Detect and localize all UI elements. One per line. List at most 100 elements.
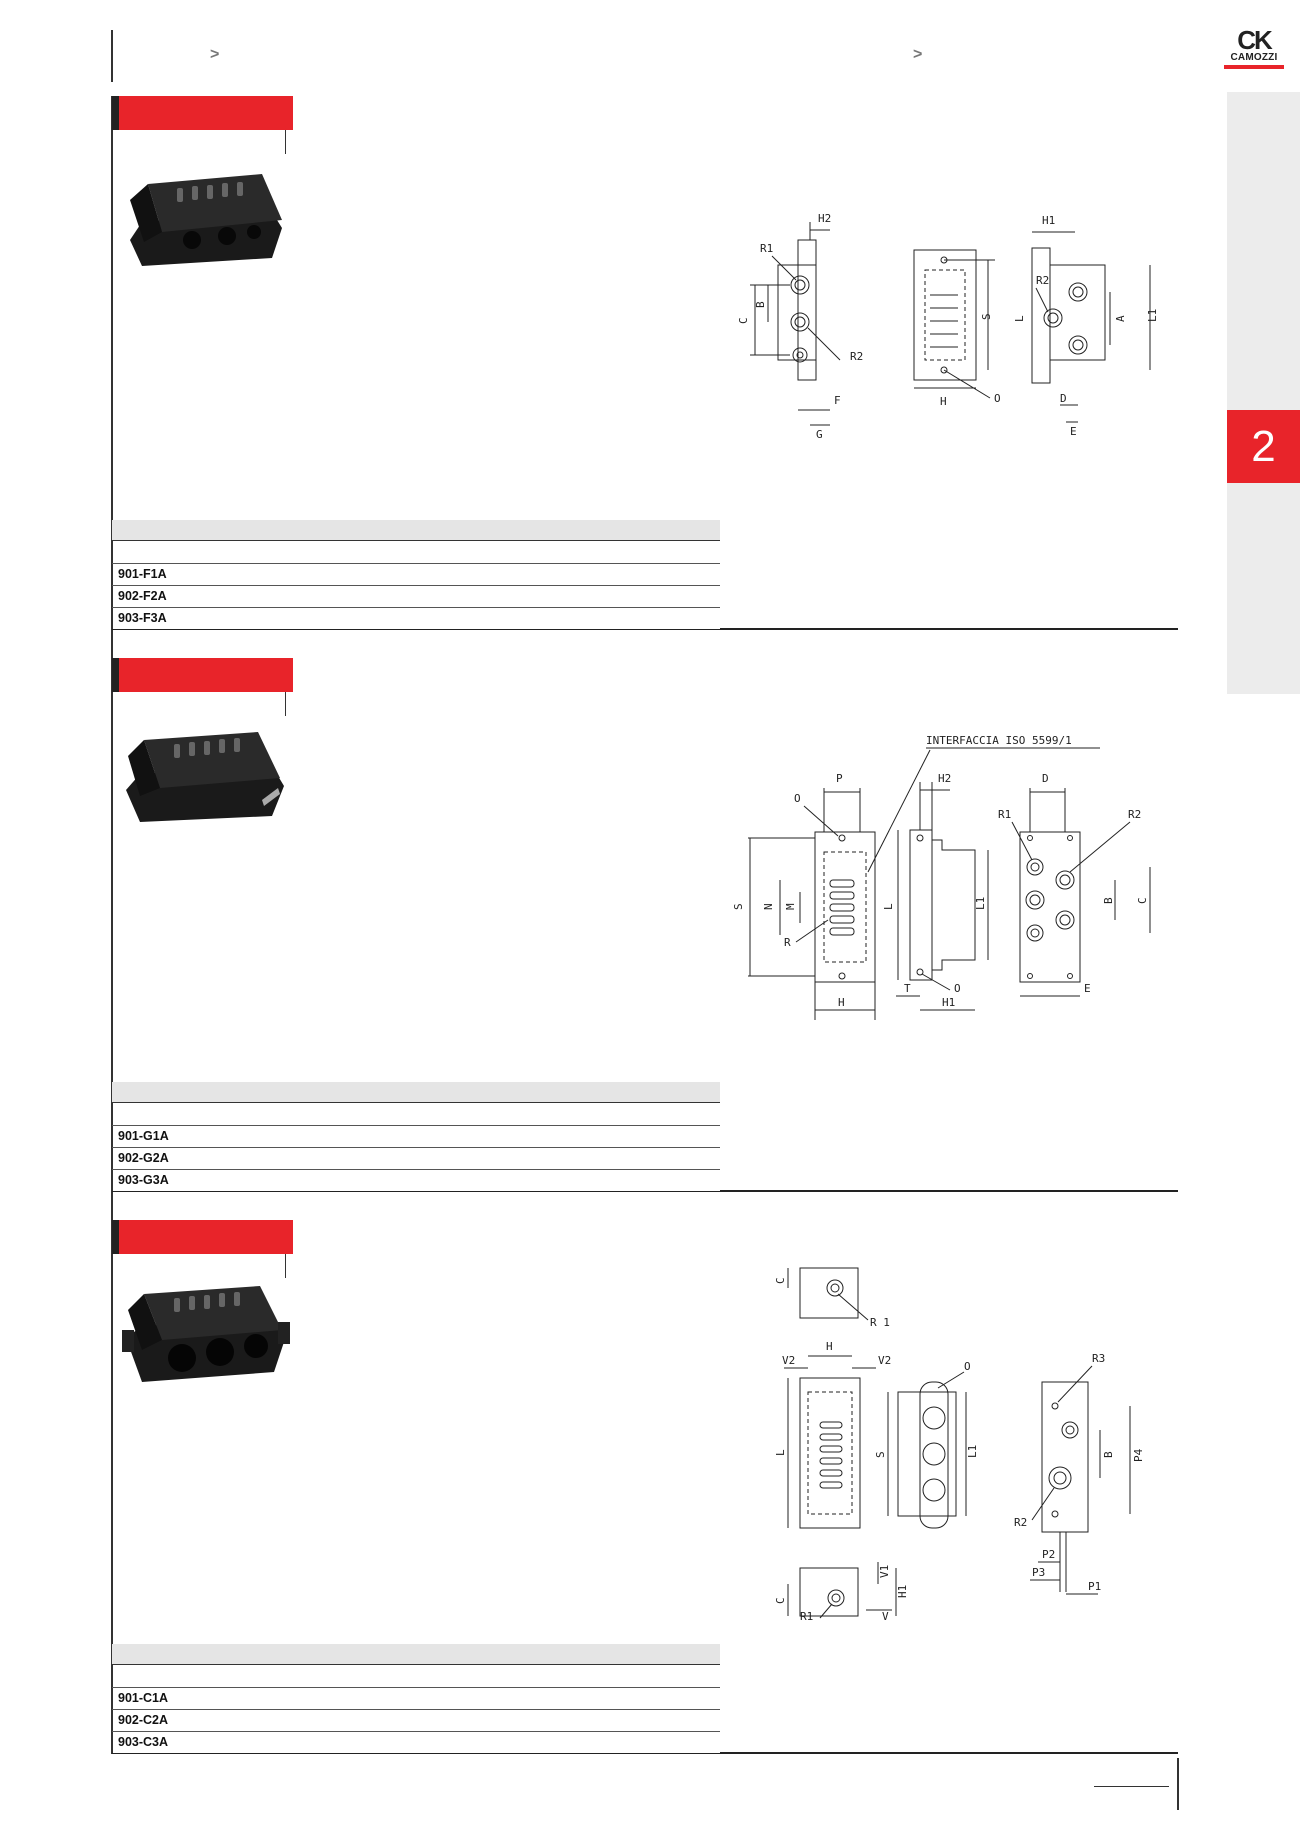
dim-H1: H1 bbox=[896, 1585, 909, 1598]
section-3-baseline bbox=[720, 1752, 1178, 1754]
section-2-product-image bbox=[126, 732, 284, 822]
label-O-mid: O bbox=[954, 982, 961, 995]
side-tab-strip bbox=[1227, 92, 1300, 694]
footer-rule bbox=[1094, 1786, 1169, 1787]
label-O: O bbox=[794, 792, 801, 805]
dim-L: L bbox=[774, 1449, 787, 1456]
label-R1: R1 bbox=[760, 242, 773, 255]
table-row: 902-C2A bbox=[112, 1710, 720, 1732]
dim-H: H bbox=[940, 395, 947, 408]
label-O: O bbox=[994, 392, 1001, 405]
section-1-drawing: H2 R1 C B R2 F G S H O H1 R2 L A L1 D E bbox=[737, 212, 1159, 440]
section-1-baseline bbox=[720, 628, 1178, 630]
section-2-tick bbox=[285, 692, 286, 716]
label-R1: R1 bbox=[998, 808, 1011, 821]
dim-A: A bbox=[1114, 315, 1127, 322]
section-3-drawing: C R 1 H V2 V2 L O S L1 R3 B P4 R2 V1 H1 … bbox=[774, 1267, 1145, 1622]
table-subheader-row bbox=[112, 1665, 720, 1688]
label-O: O bbox=[964, 1360, 971, 1373]
dim-B: B bbox=[754, 301, 767, 308]
section-3-product-image bbox=[122, 1286, 290, 1382]
dim-V1: V1 bbox=[878, 1565, 891, 1578]
table-row: 903-C3A bbox=[112, 1732, 720, 1754]
dim-H1: H1 bbox=[942, 996, 955, 1009]
label-R3: R3 bbox=[1092, 1352, 1105, 1365]
dim-L1: L1 bbox=[974, 897, 987, 910]
dim-C: C bbox=[737, 317, 750, 324]
header-divider bbox=[111, 30, 113, 82]
dim-P1: P1 bbox=[1088, 1580, 1101, 1593]
dim-F: F bbox=[834, 394, 841, 407]
dim-L: L bbox=[882, 903, 895, 910]
logo-bar bbox=[1224, 65, 1284, 69]
dim-E: E bbox=[1070, 425, 1077, 438]
dim-N: N bbox=[762, 903, 775, 910]
dim-P2: P2 bbox=[1042, 1548, 1055, 1561]
dim-P: P bbox=[836, 772, 843, 785]
dim-V: V bbox=[882, 1610, 889, 1622]
table-subheader-row bbox=[112, 541, 720, 564]
label-R: R bbox=[784, 936, 791, 949]
breadcrumb-arrow-left: > bbox=[210, 46, 220, 63]
label-R1-bottom: R1 bbox=[800, 1610, 813, 1622]
table-header bbox=[112, 1082, 720, 1103]
label-R2: R2 bbox=[1128, 808, 1141, 821]
content-left-rule bbox=[111, 96, 113, 1754]
table-row: 902-F2A bbox=[112, 586, 720, 608]
dim-S: S bbox=[980, 313, 993, 320]
table-header bbox=[112, 520, 720, 541]
dim-V2-left: V2 bbox=[782, 1354, 795, 1367]
dim-C-bottom: C bbox=[774, 1597, 787, 1604]
dim-H1: H1 bbox=[1042, 214, 1055, 227]
dim-T: T bbox=[904, 982, 911, 995]
section-3-tick bbox=[285, 1254, 286, 1278]
section-3-table: 901-C1A 902-C2A 903-C3A bbox=[112, 1644, 720, 1754]
logo-name: CAMOZZI bbox=[1230, 52, 1278, 63]
dim-S: S bbox=[732, 903, 745, 910]
section-1-product-image bbox=[130, 174, 282, 266]
dim-H2: H2 bbox=[938, 772, 951, 785]
dim-B: B bbox=[1102, 1451, 1115, 1458]
section-2-header bbox=[112, 658, 293, 692]
label-R2: R2 bbox=[1014, 1516, 1027, 1529]
section-1-table: 901-F1A 902-F2A 903-F3A bbox=[112, 520, 720, 630]
footer-divider bbox=[1177, 1758, 1179, 1810]
breadcrumb-arrow-right: > bbox=[913, 46, 923, 63]
dim-D: D bbox=[1060, 392, 1067, 405]
label-interfaccia: INTERFACCIA ISO 5599/1 bbox=[926, 734, 1072, 747]
label-R2: R2 bbox=[850, 350, 863, 363]
chapter-tab[interactable]: 2 bbox=[1227, 410, 1300, 483]
dim-H2: H2 bbox=[818, 212, 831, 225]
dim-L1: L1 bbox=[1146, 309, 1159, 322]
dim-G: G bbox=[816, 428, 823, 440]
section-2-table: 901-G1A 902-G2A 903-G3A bbox=[112, 1082, 720, 1192]
table-row: 901-C1A bbox=[112, 1688, 720, 1710]
dim-H: H bbox=[838, 996, 845, 1009]
dim-D: D bbox=[1042, 772, 1049, 785]
label-R2-right: R2 bbox=[1036, 274, 1049, 287]
dim-E: E bbox=[1084, 982, 1091, 995]
dim-L: L bbox=[1013, 315, 1026, 322]
dim-S: S bbox=[874, 1451, 887, 1458]
section-2-drawing: INTERFACCIA ISO 5599/1 P O S N M R H H2 … bbox=[732, 734, 1151, 1020]
section-2-baseline bbox=[720, 1190, 1178, 1192]
section-1-tick bbox=[285, 130, 286, 154]
dim-P4: P4 bbox=[1132, 1448, 1145, 1462]
camozzi-logo: CK CAMOZZI bbox=[1224, 25, 1284, 69]
dim-H: H bbox=[826, 1340, 833, 1353]
dim-C: C bbox=[1136, 897, 1149, 904]
table-row: 901-G1A bbox=[112, 1126, 720, 1148]
label-R1-top: R 1 bbox=[870, 1316, 890, 1329]
table-row: 903-G3A bbox=[112, 1170, 720, 1192]
section-1-header bbox=[112, 96, 293, 130]
logo-mark: CK bbox=[1237, 25, 1273, 55]
table-row: 903-F3A bbox=[112, 608, 720, 630]
dim-V2-right: V2 bbox=[878, 1354, 891, 1367]
table-header bbox=[112, 1644, 720, 1665]
dim-M: M bbox=[784, 903, 797, 910]
table-row: 901-F1A bbox=[112, 564, 720, 586]
table-subheader-row bbox=[112, 1103, 720, 1126]
section-3-header bbox=[112, 1220, 293, 1254]
table-row: 902-G2A bbox=[112, 1148, 720, 1170]
dim-L1: L1 bbox=[966, 1445, 979, 1458]
